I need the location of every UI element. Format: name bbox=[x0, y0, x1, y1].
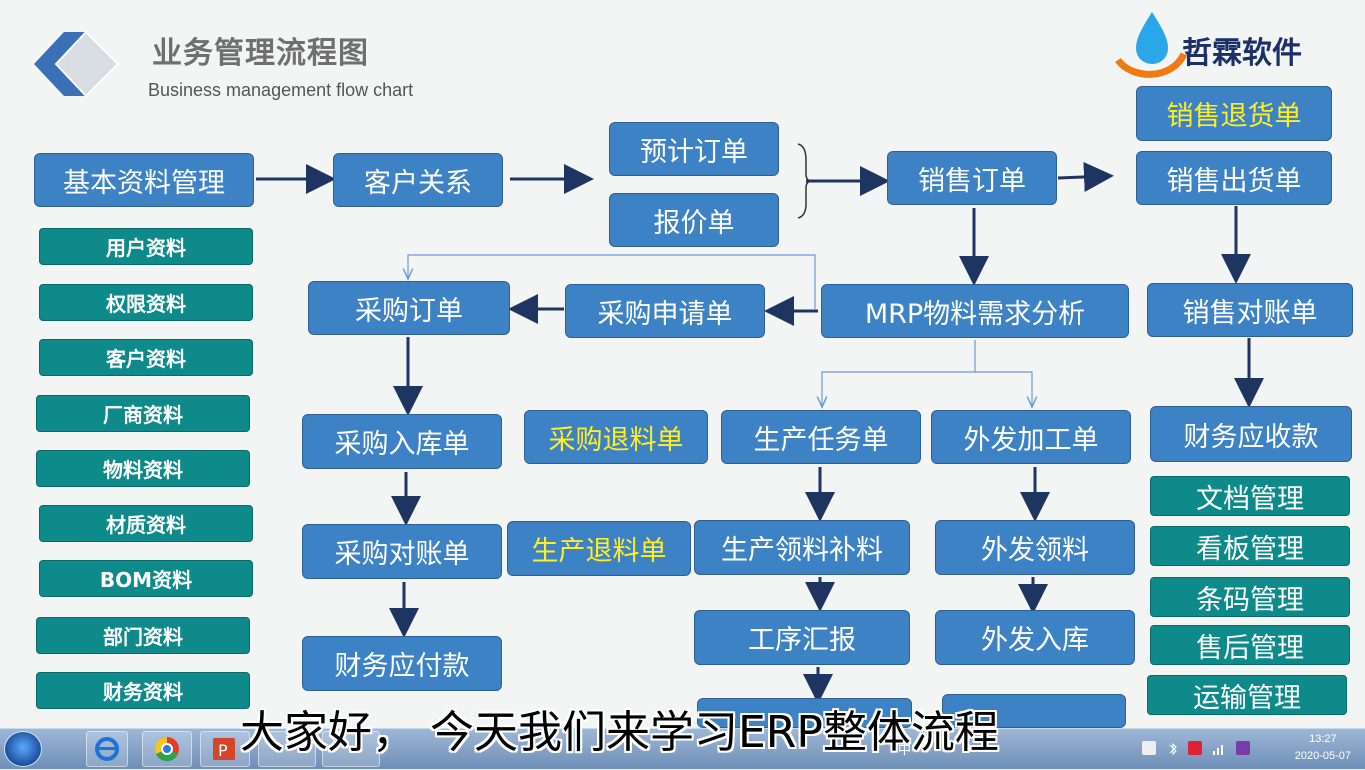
purchase-order-box: 采购订单 bbox=[308, 281, 510, 335]
brand-name: 哲霖软件 bbox=[1182, 36, 1302, 71]
purchase-inbound-box: 采购入库单 bbox=[302, 414, 502, 469]
taskbar-app-icon[interactable] bbox=[258, 731, 316, 767]
right-list-item: 文档管理 bbox=[1150, 476, 1350, 516]
partial-box-bottom-2 bbox=[942, 694, 1126, 728]
payable-box: 财务应付款 bbox=[302, 636, 502, 691]
onenote-icon[interactable] bbox=[1236, 741, 1250, 755]
page-subtitle: Business management flow chart bbox=[148, 80, 414, 100]
ie-icon[interactable] bbox=[86, 731, 128, 767]
clock-time: 13:27 bbox=[1309, 733, 1337, 745]
flow-connectors bbox=[256, 143, 1264, 704]
right-list-item: 售后管理 bbox=[1150, 625, 1350, 665]
production-task-box: 生产任务单 bbox=[721, 410, 921, 464]
process-report-box: 工序汇报 bbox=[694, 610, 910, 665]
left-list-item: 材质资料 bbox=[39, 505, 253, 542]
quotation-box: 报价单 bbox=[609, 193, 779, 247]
ime-indicator[interactable]: 中 bbox=[898, 743, 912, 758]
forecast-order-box: 预计订单 bbox=[609, 122, 779, 176]
start-button[interactable] bbox=[4, 731, 42, 767]
bluetooth-icon[interactable] bbox=[1166, 741, 1180, 756]
production-return-box: 生产退料单 bbox=[507, 521, 691, 576]
basic-data-box: 基本资料管理 bbox=[34, 153, 254, 207]
customer-relation-box: 客户关系 bbox=[333, 153, 503, 207]
left-list-item: 厂商资料 bbox=[36, 395, 250, 432]
brand-logo-icon bbox=[1115, 12, 1188, 78]
left-list-item: BOM资料 bbox=[39, 560, 253, 597]
video-caption: 大家好， 今天我们来学习ERP整体流程 bbox=[240, 707, 999, 758]
left-list-item: 财务资料 bbox=[36, 672, 250, 709]
svg-text:P: P bbox=[218, 741, 228, 760]
purchase-request-box: 采购申请单 bbox=[565, 284, 765, 338]
sales-order-box: 销售订单 bbox=[887, 151, 1057, 205]
production-pick-box: 生产领料补料 bbox=[694, 520, 910, 575]
purchase-return-box: 采购退料单 bbox=[524, 410, 708, 464]
outsource-pick-box: 外发领料 bbox=[935, 520, 1135, 575]
receivable-box: 财务应收款 bbox=[1150, 406, 1352, 462]
chrome-icon[interactable] bbox=[142, 731, 192, 767]
left-list-item: 客户资料 bbox=[39, 339, 253, 376]
left-list-item: 权限资料 bbox=[39, 284, 253, 321]
taskbar-app-icon[interactable] bbox=[322, 731, 380, 767]
mrp-analysis-box: MRP物料需求分析 bbox=[821, 284, 1129, 338]
partial-box-bottom-1 bbox=[697, 698, 912, 728]
right-list-item: 看板管理 bbox=[1150, 526, 1350, 566]
sales-reconcile-box: 销售对账单 bbox=[1147, 283, 1353, 337]
sales-return-box: 销售退货单 bbox=[1136, 86, 1332, 141]
left-list-item: 用户资料 bbox=[39, 228, 253, 265]
right-list-item: 运输管理 bbox=[1147, 675, 1347, 715]
tray-icon[interactable] bbox=[1142, 741, 1156, 755]
page-title: 业务管理流程图 bbox=[152, 36, 369, 71]
network-icon[interactable] bbox=[1212, 741, 1226, 755]
right-list-item: 条码管理 bbox=[1150, 577, 1350, 617]
purchase-reconcile-box: 采购对账单 bbox=[302, 524, 502, 579]
clock[interactable]: 13:27 2020-05-07 bbox=[1295, 731, 1351, 765]
logo-diamond-icon bbox=[34, 30, 120, 98]
tray-icon[interactable] bbox=[1188, 741, 1202, 755]
powerpoint-icon[interactable]: P bbox=[200, 731, 250, 767]
sales-delivery-box: 销售出货单 bbox=[1136, 151, 1332, 205]
left-list-item: 物料资料 bbox=[36, 450, 250, 487]
taskbar: P 中 13:27 2020-05-07 bbox=[0, 728, 1365, 769]
left-list-item: 部门资料 bbox=[36, 617, 250, 654]
clock-date: 2020-05-07 bbox=[1294, 750, 1351, 762]
outsource-inbound-box: 外发入库 bbox=[935, 610, 1135, 665]
outsource-order-box: 外发加工单 bbox=[931, 410, 1131, 464]
